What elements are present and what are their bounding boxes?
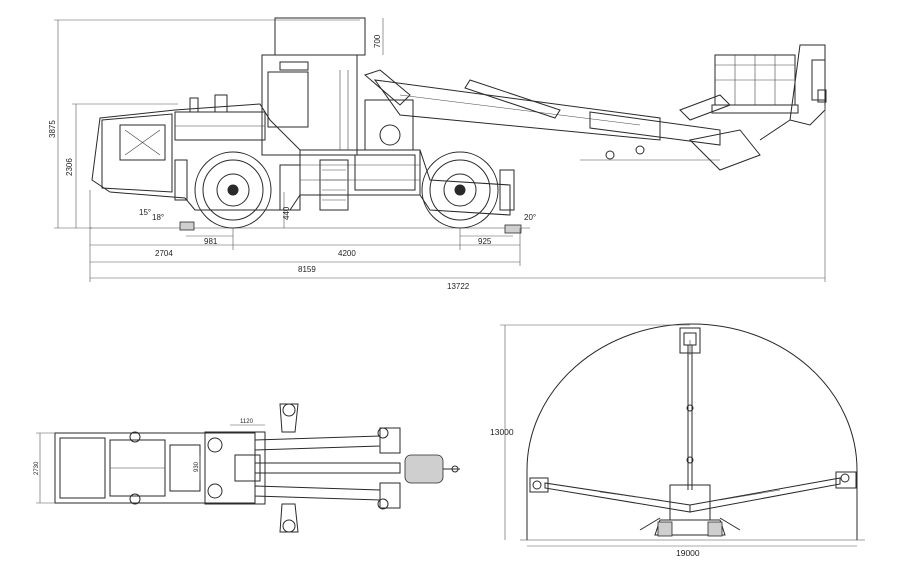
dim-front-overhang: 981 xyxy=(204,237,218,246)
breaker-arm xyxy=(759,44,827,141)
angle-front: 15° xyxy=(139,208,151,217)
rear-wheel xyxy=(421,151,499,229)
rear-jack xyxy=(504,224,522,234)
dim-total-length: 13722 xyxy=(447,282,470,291)
dim-reach-width: 19000 xyxy=(676,548,700,558)
dim-machine-length: 8159 xyxy=(298,265,316,274)
work-basket xyxy=(711,54,799,114)
front-dimensions xyxy=(500,324,857,547)
dim-rear-overhang: 925 xyxy=(478,237,492,246)
dim-reach-height: 13000 xyxy=(490,427,514,437)
dim-width: 2730 xyxy=(34,461,40,475)
front-wheel xyxy=(194,151,272,229)
side-view: 3875 2306 700 440 15° 18° 20° 981 925 27… xyxy=(48,17,827,291)
dim-wheelbase: 4200 xyxy=(338,249,356,258)
angle-approach: 18° xyxy=(152,213,164,222)
top-view: 2730 1120 930 xyxy=(34,403,460,533)
top-dimensions xyxy=(36,424,265,504)
dim-top: 700 xyxy=(373,34,382,48)
front-view: 13000 19000 xyxy=(490,323,865,558)
dim-height-body: 2306 xyxy=(65,158,74,176)
dim-height-total: 3875 xyxy=(48,120,57,138)
reach-envelope xyxy=(526,323,858,540)
dim-track: 930 xyxy=(194,461,200,472)
dim-platform: 1120 xyxy=(240,419,254,425)
cabin xyxy=(261,17,366,156)
side-dimensions xyxy=(54,18,826,282)
dim-ground-clearance: 440 xyxy=(282,206,291,220)
boom xyxy=(364,69,761,171)
angle-rear: 20° xyxy=(524,213,536,222)
dim-front-to-axle: 2704 xyxy=(155,249,173,258)
front-jack xyxy=(179,221,195,231)
